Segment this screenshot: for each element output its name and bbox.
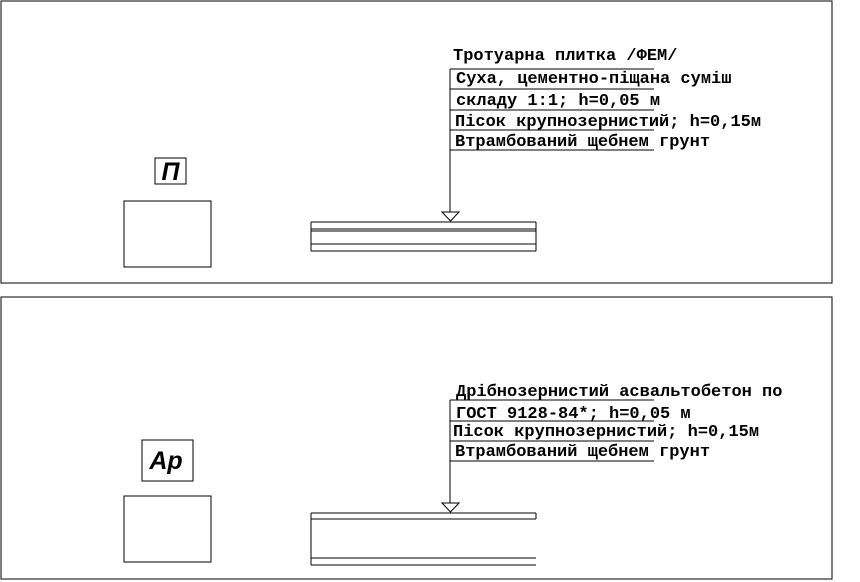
layer-leader — [440, 399, 654, 513]
panel-frame — [0, 0, 833, 284]
layer-label: Втрамбований щебнем грунт — [455, 443, 710, 462]
leader-arrow-icon — [440, 211, 461, 222]
layer-label: Пісок крупнозернистий; h=0,15м — [455, 113, 761, 132]
layer-title: Дрібнозернистий асвальтобетон по — [456, 383, 782, 402]
section-code: Ар — [148, 447, 182, 475]
section-panel-2: Ар Дрібнозернистий асвальтобетон по ГОСТ… — [0, 296, 833, 580]
section-panel-1: П Тротуарна плитка /ФЕМ/ Суха, цементно-… — [0, 0, 833, 284]
layer-label: ГОСТ 9128-84*; h=0,05 м — [456, 405, 691, 424]
layer-label: Суха, цементно-піщана суміш — [456, 70, 731, 89]
leader-arrow-icon — [440, 502, 461, 513]
pavement-section — [310, 221, 537, 252]
panel-frame — [0, 296, 833, 580]
section-code: П — [162, 158, 181, 186]
plan-symbol-box — [123, 495, 212, 563]
plan-symbol-box — [123, 200, 212, 268]
layer-label: складу 1:1; h=0,05 м — [456, 92, 660, 111]
pavement-section — [310, 512, 537, 566]
code-label-box — [141, 439, 194, 482]
layer-label: Пісок крупнозернистий; h=0,15м — [453, 423, 759, 442]
layer-title: Тротуарна плитка /ФЕМ/ — [453, 47, 677, 66]
layer-label: Втрамбований щебнем грунт — [455, 133, 710, 152]
code-label-box — [154, 157, 187, 185]
layer-leader — [440, 68, 654, 222]
